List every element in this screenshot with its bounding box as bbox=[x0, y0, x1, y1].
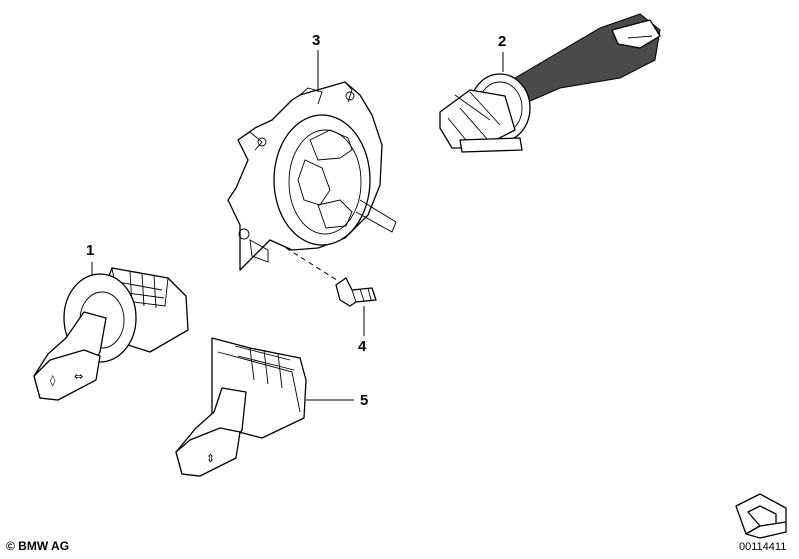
part-1-turn-signal-switch[interactable]: ◊ ⇔ bbox=[33, 267, 189, 401]
callout-5[interactable]: 5 bbox=[360, 392, 369, 409]
assembly-axis-line bbox=[285, 247, 341, 283]
cruise-arrows-icon: ⇕ bbox=[206, 452, 215, 465]
part-4-pin[interactable] bbox=[335, 277, 377, 307]
part-2-wiper-stalk-switch[interactable] bbox=[439, 13, 661, 153]
callout-4[interactable]: 4 bbox=[358, 338, 367, 355]
copyright-text: © BMW AG bbox=[6, 539, 70, 553]
turn-arrows-icon: ⇔ bbox=[74, 370, 83, 383]
part-3-switch-center-housing[interactable] bbox=[227, 81, 397, 271]
callout-2[interactable]: 2 bbox=[498, 33, 507, 50]
callout-1[interactable]: 1 bbox=[86, 242, 95, 259]
diagram-number: 00114411 bbox=[739, 541, 787, 553]
callout-3[interactable]: 3 bbox=[312, 32, 321, 49]
part-5-cruise-control-switch[interactable]: ⇕ bbox=[175, 337, 307, 477]
light-symbol-icon: ◊ bbox=[50, 374, 56, 387]
diagram-navigation-icon[interactable] bbox=[735, 493, 787, 539]
